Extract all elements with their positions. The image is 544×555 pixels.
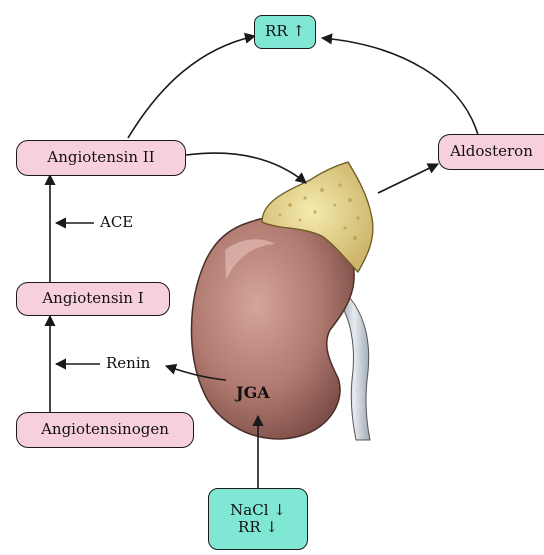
node-rr-up: RR ↑ bbox=[254, 15, 316, 49]
arrow-aldosteron-to-rr bbox=[322, 38, 478, 135]
arrow-adrenal-to-aldosteron bbox=[378, 164, 438, 193]
node-angiotensin-ii: Angiotensin II bbox=[16, 140, 186, 176]
ace-label: ACE bbox=[100, 213, 133, 231]
node-aldosteron: Aldosteron bbox=[438, 134, 544, 170]
kidney-illustration bbox=[191, 215, 354, 439]
node-angiotensin-i: Angiotensin I bbox=[16, 282, 170, 316]
jga-label: JGA bbox=[236, 383, 270, 402]
arrow-angiotensin-ii-to-rr bbox=[128, 36, 255, 138]
node-nacl-rr-down: NaCl ↓ RR ↓ bbox=[208, 488, 308, 550]
node-angiotensinogen: Angiotensinogen bbox=[16, 412, 194, 448]
renin-label: Renin bbox=[106, 354, 150, 372]
arrow-angiotensin-ii-to-adrenal bbox=[186, 153, 306, 183]
nacl-down-label: NaCl ↓ bbox=[230, 502, 286, 519]
rr-down-label: RR ↓ bbox=[238, 519, 278, 536]
ureter-illustration bbox=[338, 298, 370, 440]
